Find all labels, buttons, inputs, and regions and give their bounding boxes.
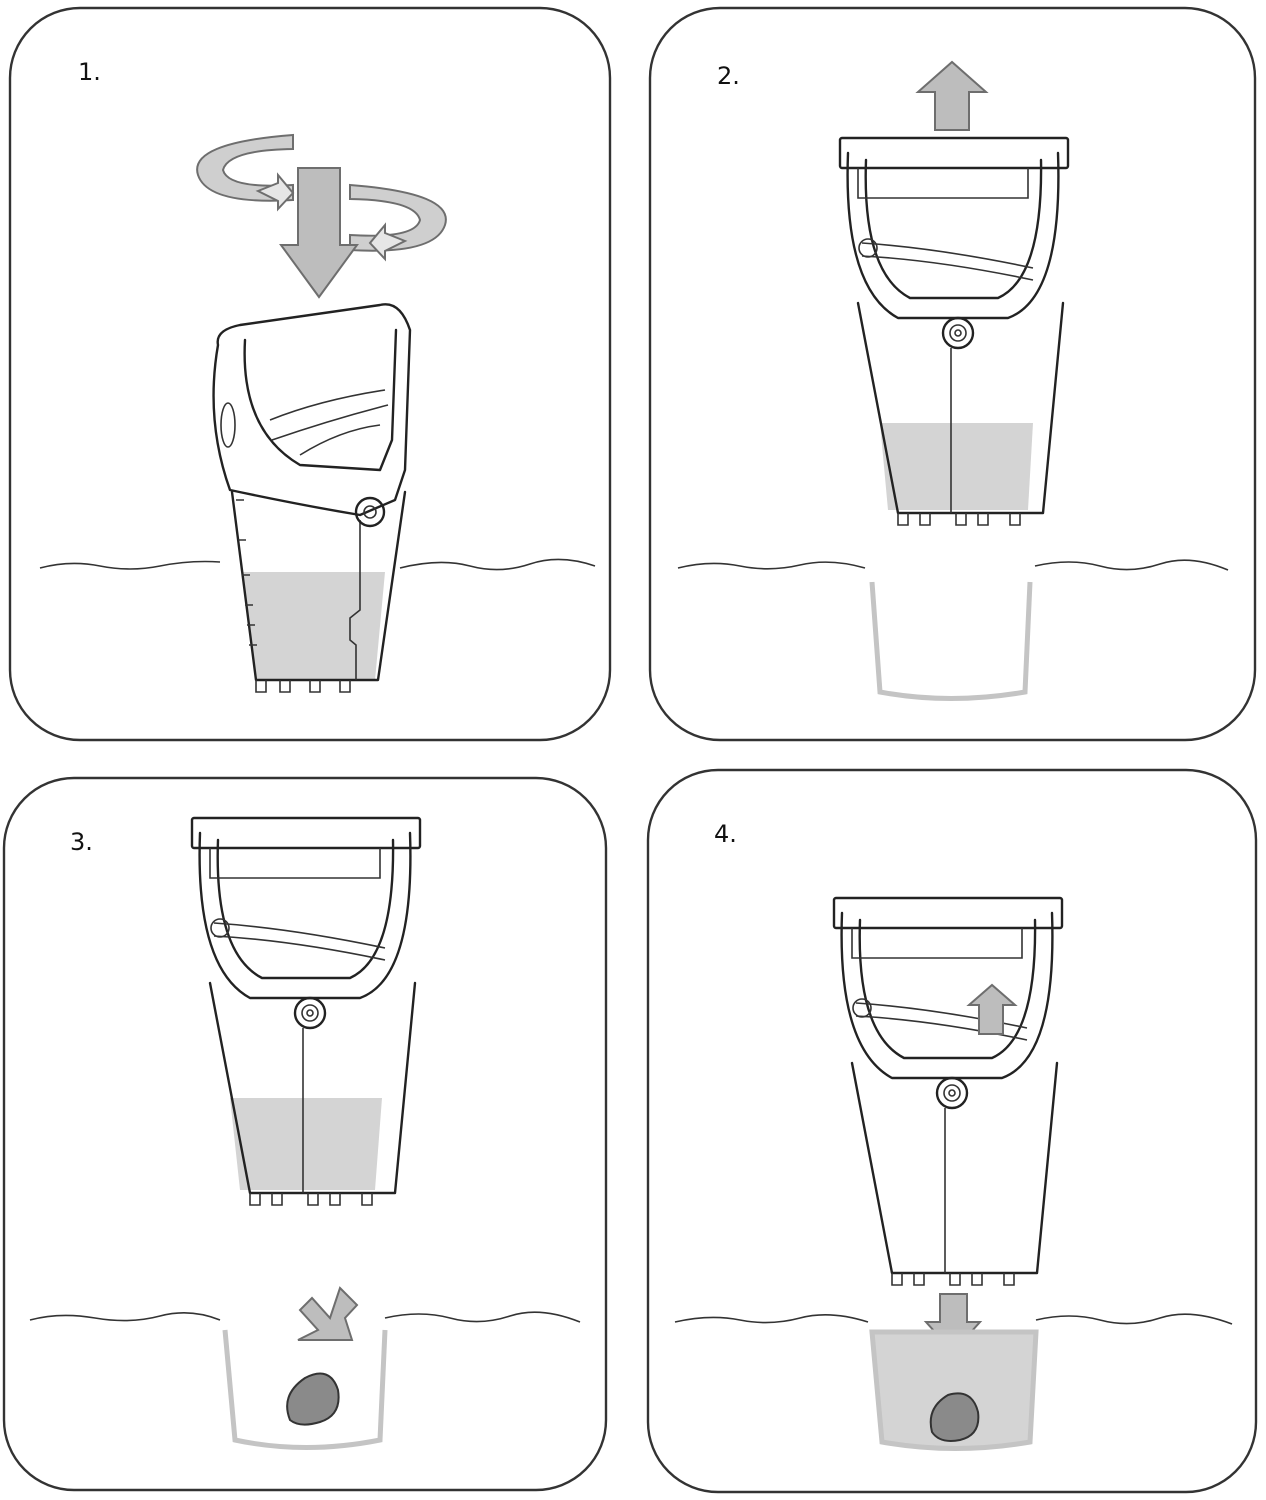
ground-line-1 <box>39 558 596 571</box>
hole-4-filled <box>869 1329 1039 1451</box>
panel-3-illustration <box>29 816 581 1450</box>
rotate-right-arrow-icon <box>349 184 447 262</box>
panel-4-illustration <box>674 896 1233 1451</box>
panel-4-frame <box>646 768 1258 1494</box>
panel-1-illustration <box>39 134 596 693</box>
pull-up-arrow-icon <box>915 60 989 131</box>
stone-3 <box>286 1372 340 1426</box>
stone-4 <box>929 1392 980 1442</box>
ground-line-3 <box>29 1311 581 1323</box>
step-number-1: 1. <box>78 58 101 86</box>
insert-arrow-icon <box>297 1286 359 1341</box>
ground-line-2 <box>677 559 1229 571</box>
device-tilted <box>212 303 412 693</box>
panel-2-illustration <box>677 60 1229 701</box>
step-number-3: 3. <box>70 828 93 856</box>
release-up-arrow-icon <box>966 983 1018 1035</box>
panel-2-frame <box>648 6 1257 742</box>
hole-3 <box>222 1329 388 1450</box>
rotate-left-arrow-icon <box>196 134 295 212</box>
step-number-2: 2. <box>717 62 740 90</box>
panel-1-frame <box>8 6 612 742</box>
hole-2 <box>869 581 1033 701</box>
step-number-4: 4. <box>714 820 737 848</box>
ground-line-4 <box>674 1313 1233 1325</box>
push-down-arrow-icon <box>279 167 359 299</box>
